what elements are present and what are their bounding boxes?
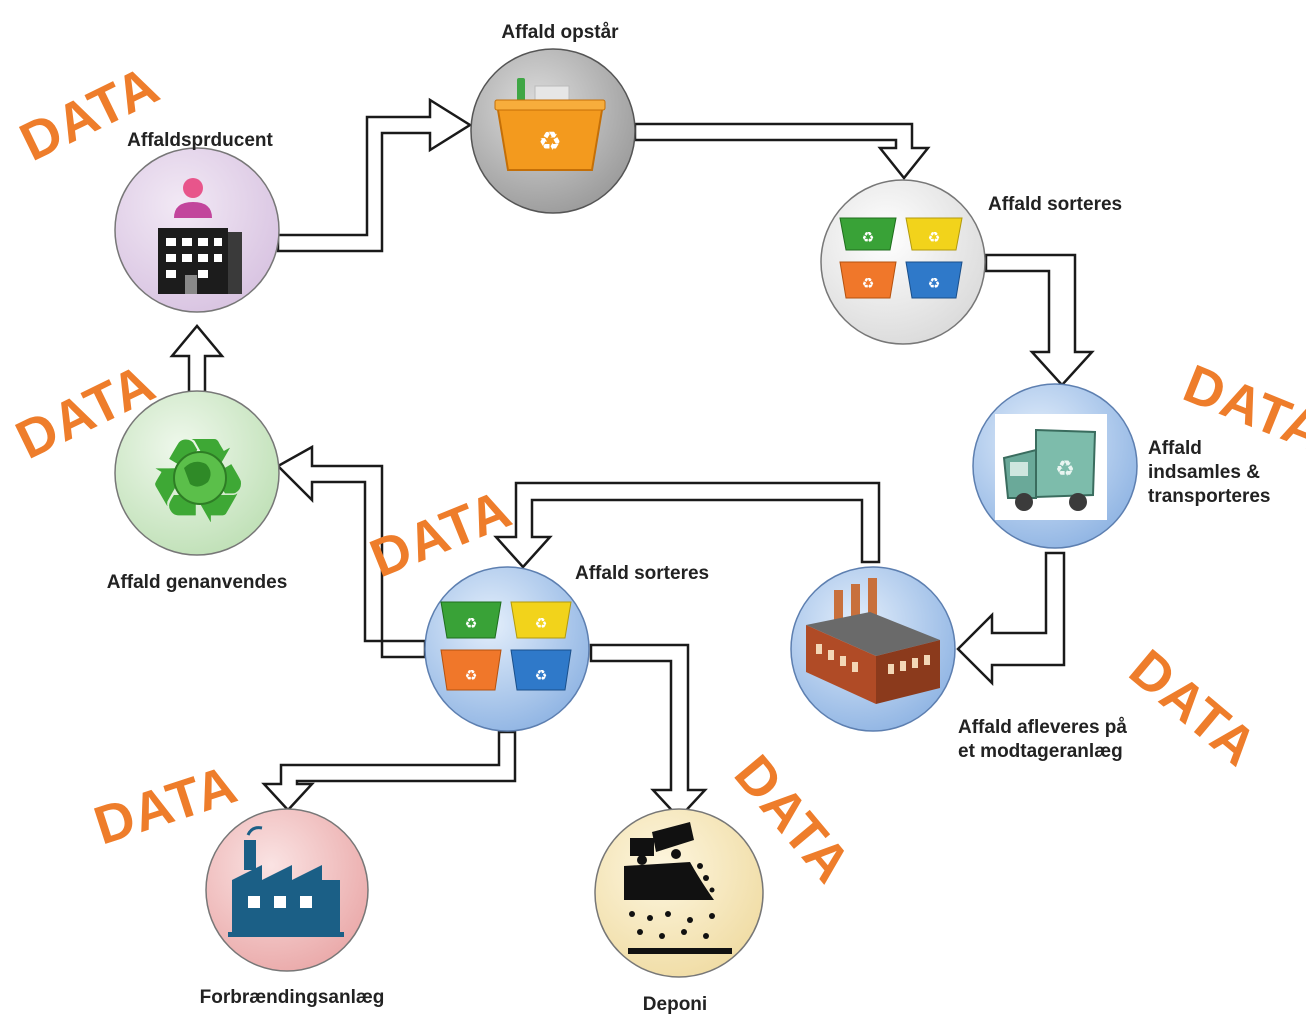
node-collected-label-line-3: transporteres: [1148, 486, 1271, 507]
node-incineration-label: Forbrændingsanlæg: [200, 987, 385, 1008]
svg-text:♻: ♻: [465, 668, 478, 684]
node-collected-label-line-2: indsamles &: [1148, 462, 1260, 483]
svg-text:♻: ♻: [928, 276, 941, 292]
node-collected-label: Affald indsamles & transporteres: [1148, 438, 1271, 507]
node-collected-label-line-1: Affald: [1148, 438, 1202, 459]
svg-text:♻: ♻: [538, 127, 561, 157]
data-stamp-incineration: DATA: [87, 754, 244, 856]
node-sorted-top-label: Affald sorteres: [988, 194, 1122, 215]
svg-text:♻: ♻: [465, 616, 478, 632]
node-sorted-bottom: ♻ ♻ ♻ ♻ Affald sorteres: [424, 563, 709, 732]
node-sorted-bottom-label: Affald sorteres: [575, 563, 709, 584]
node-sorted-bottom-circle: [424, 566, 590, 732]
node-landfill: Deponi: [594, 808, 764, 1015]
sorting-bins-icon: ♻ ♻ ♻ ♻: [839, 217, 963, 299]
svg-text:♻: ♻: [862, 276, 875, 292]
node-delivered-label: Affald afleveres på et modtageranlæg: [958, 717, 1132, 762]
recycle-bin-icon: ♻: [494, 78, 606, 171]
arrow-recycled-to-producer: [169, 324, 225, 394]
recycle-globe-icon: ♻: [145, 412, 251, 550]
flow-arrows: [169, 97, 1095, 820]
arrow-collected-to-delivered: [956, 551, 1066, 687]
node-delivered-label-line-2: et modtageranlæg: [958, 741, 1123, 762]
incineration-plant-icon: [228, 826, 344, 937]
svg-text:♻: ♻: [535, 668, 548, 684]
data-stamp-delivered: DATA: [1118, 638, 1268, 778]
sorting-bins-icon: ♻ ♻ ♻ ♻: [440, 601, 572, 691]
svg-text:♻: ♻: [928, 230, 941, 246]
data-stamp-producer: DATA: [11, 55, 168, 173]
node-recycled: ♻ Affald genanvendes: [107, 390, 288, 593]
svg-text:♻: ♻: [862, 230, 875, 246]
node-collected: ♻ Affald indsamles & transporteres: [972, 383, 1271, 549]
truck-icon: ♻: [995, 414, 1107, 520]
node-producer-label: Affaldsprducent: [127, 130, 273, 151]
arrow-sorted-bottom-to-recycled: [275, 444, 427, 659]
node-recycled-label: Affald genanvendes: [107, 572, 288, 593]
arrow-producer-to-arises: [276, 97, 473, 253]
dump-truck-icon: [624, 822, 732, 954]
building-person-icon: [158, 178, 242, 294]
node-delivered: Affald afleveres på et modtageranlæg: [790, 566, 1132, 762]
node-sorted-top: ♻ ♻ ♻ ♻ Affald sorteres: [820, 179, 1122, 345]
node-delivered-label-line-1: Affald afleveres på: [958, 717, 1127, 738]
factory-icon: [806, 578, 940, 704]
node-arises: ♻ Affald opstår: [470, 22, 636, 214]
arrow-sorted-bottom-to-landfill: [589, 643, 708, 820]
node-incineration: Forbrændingsanlæg: [200, 808, 385, 1008]
arrow-sorted-bottom-to-incineration: [261, 730, 517, 812]
arrow-delivered-to-sorted-bottom: [493, 481, 881, 569]
node-producer: Affaldsprducent: [114, 130, 280, 313]
node-landfill-label: Deponi: [643, 994, 707, 1015]
arrow-arises-to-sorted-top: [633, 122, 931, 181]
node-arises-label: Affald opstår: [501, 22, 619, 43]
svg-text:♻: ♻: [535, 616, 548, 632]
arrow-sorted-top-to-collected: [984, 253, 1095, 387]
svg-text:♻: ♻: [1055, 457, 1075, 482]
